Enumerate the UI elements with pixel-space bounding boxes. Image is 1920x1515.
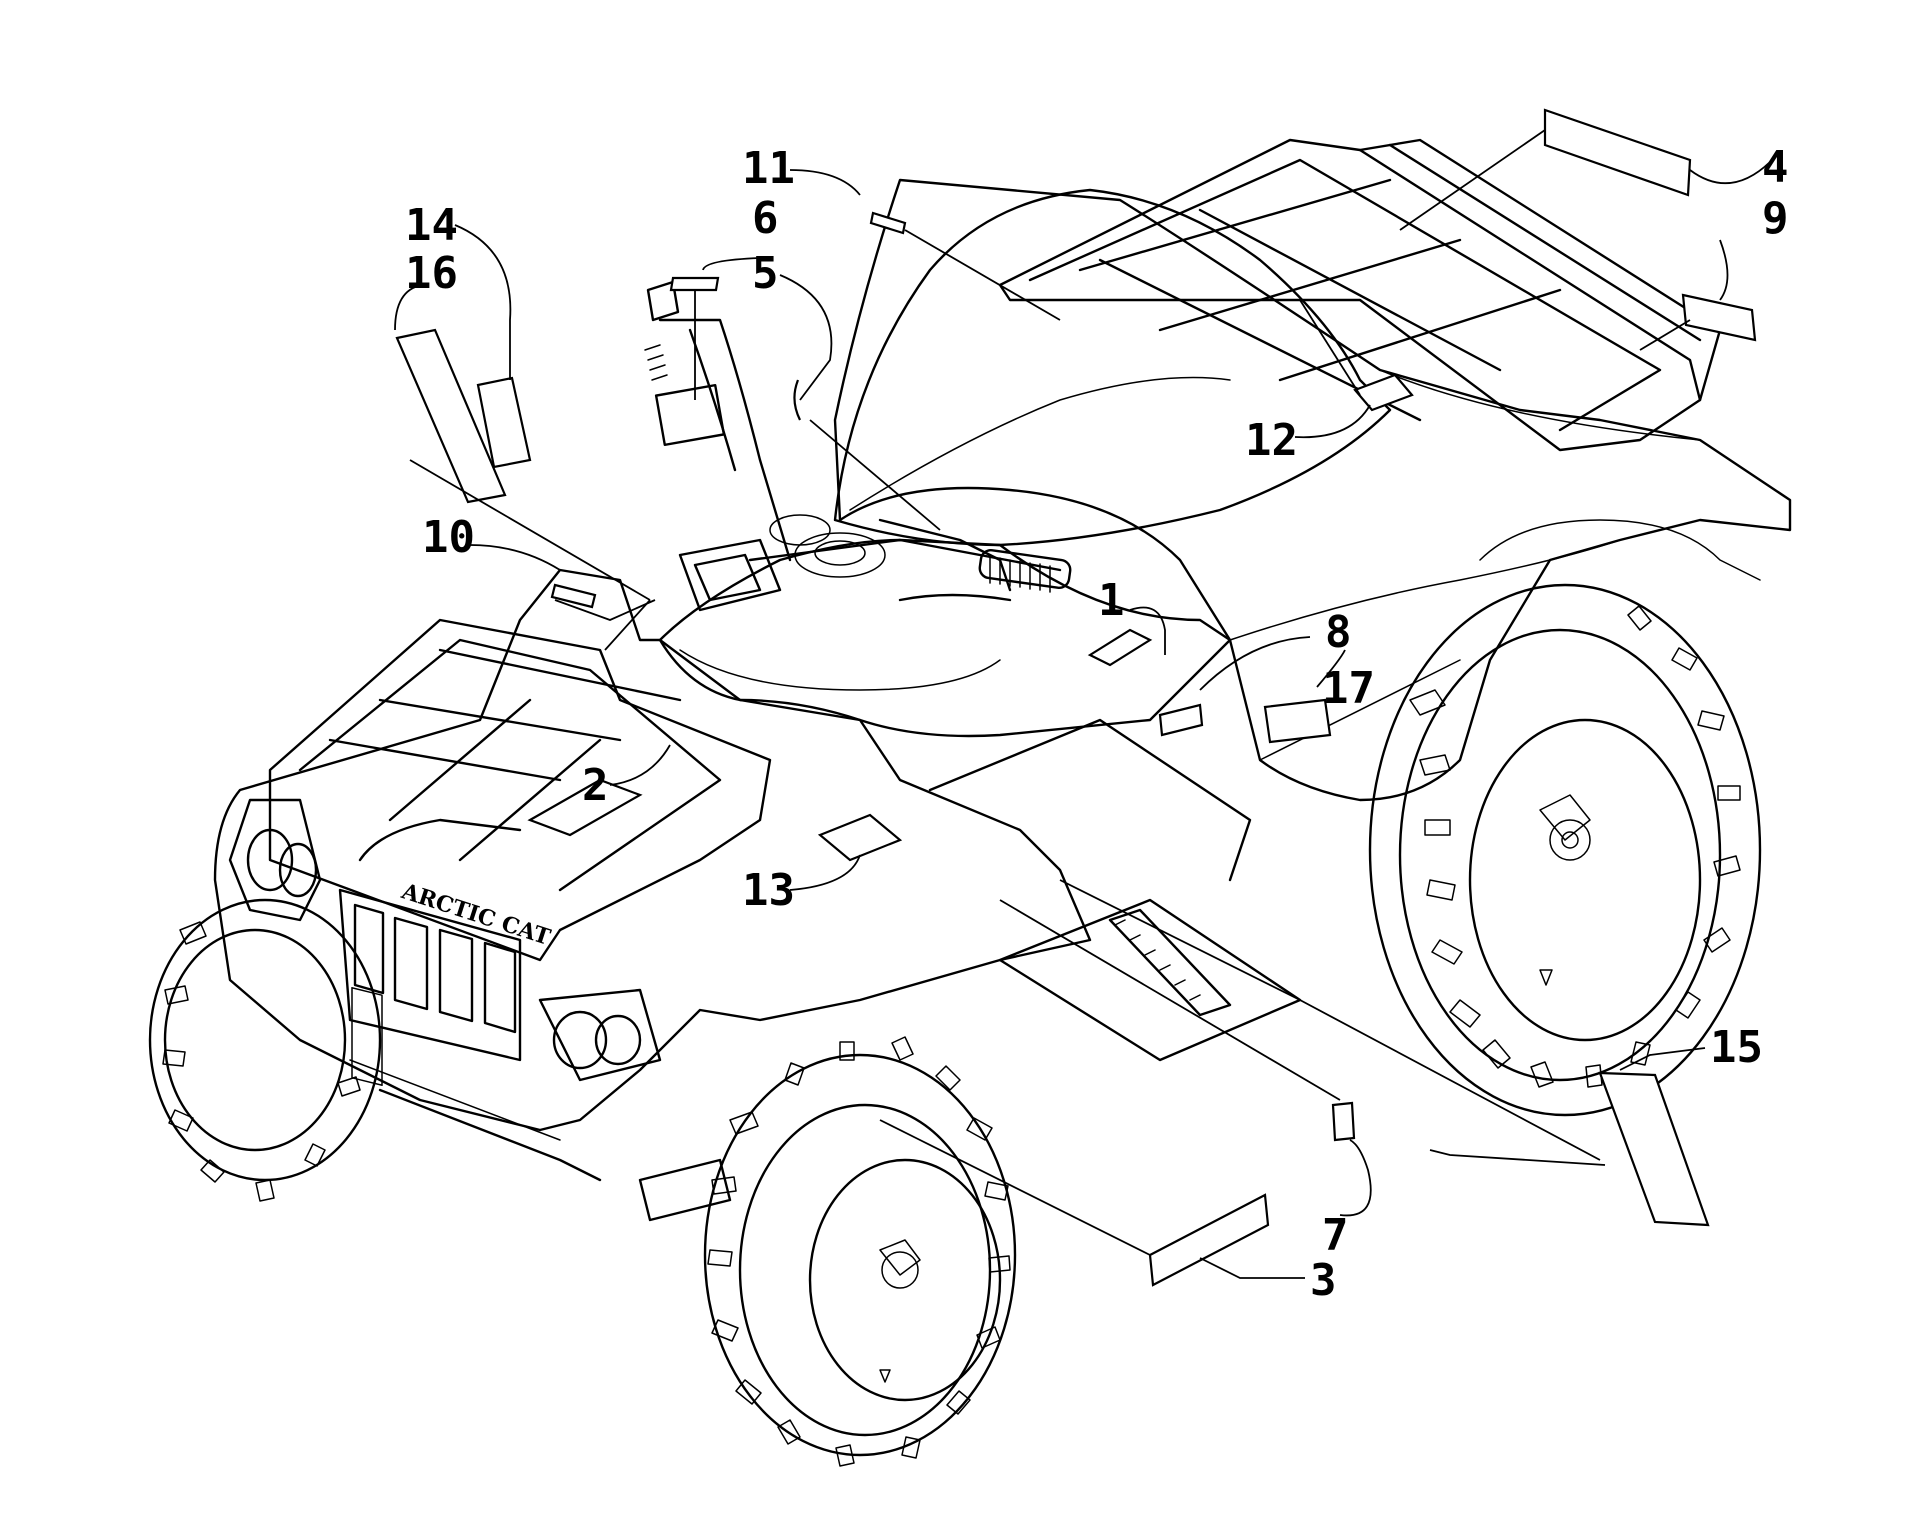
decal-7 xyxy=(1331,1101,1356,1142)
decal-11 xyxy=(869,211,907,235)
callout-13: 13 xyxy=(742,865,795,916)
callout-labels: 1 2 3 4 5 6 7 8 9 10 11 12 13 14 15 16 1… xyxy=(405,142,1789,1306)
brand-logo-text: ARCTIC CAT xyxy=(398,878,554,951)
decal-17 xyxy=(1263,698,1332,744)
callout-3: 3 xyxy=(1310,1255,1337,1306)
decal-3 xyxy=(1148,1193,1270,1287)
callout-1: 1 xyxy=(1098,575,1125,626)
callout-9: 9 xyxy=(1762,193,1789,244)
callout-2: 2 xyxy=(582,760,609,811)
rear-body xyxy=(833,178,1792,802)
rear-rack xyxy=(998,138,1722,452)
decal-12 xyxy=(1353,373,1414,412)
seat xyxy=(833,188,1392,547)
decal-2 xyxy=(527,778,643,837)
callout-10: 10 xyxy=(422,512,475,563)
callout-6: 6 xyxy=(752,193,779,244)
decal-8 xyxy=(1158,703,1204,737)
front-right-wheel xyxy=(703,1036,1017,1467)
handlebars xyxy=(644,280,1072,612)
decal-1 xyxy=(1087,628,1153,667)
callout-8: 8 xyxy=(1325,607,1352,658)
callout-11: 11 xyxy=(742,143,795,194)
callout-14: 14 xyxy=(405,200,458,251)
callout-7: 7 xyxy=(1322,1210,1349,1261)
callout-5: 5 xyxy=(752,248,779,299)
fuel-tank xyxy=(658,538,1232,738)
decal-10 xyxy=(550,583,597,609)
decal-4 xyxy=(1543,108,1692,197)
callout-4: 4 xyxy=(1762,142,1789,193)
decals xyxy=(395,108,1757,1287)
callout-15: 15 xyxy=(1710,1022,1763,1073)
decal-6 xyxy=(669,276,720,292)
front-left-wheel xyxy=(148,898,382,1202)
leader-lines xyxy=(394,129,1771,1279)
callout-16: 16 xyxy=(405,248,458,299)
decal-16 xyxy=(395,328,507,504)
decal-14 xyxy=(476,376,532,469)
decal-5 xyxy=(793,379,801,421)
atv-illustration: ARCTIC CAT xyxy=(148,138,1792,1467)
decal-13 xyxy=(817,813,903,862)
callout-17: 17 xyxy=(1322,663,1375,714)
decal-9 xyxy=(1681,293,1757,342)
callout-12: 12 xyxy=(1245,415,1298,466)
rear-right-wheel xyxy=(1368,583,1762,1117)
decal-15 xyxy=(1598,1071,1710,1227)
